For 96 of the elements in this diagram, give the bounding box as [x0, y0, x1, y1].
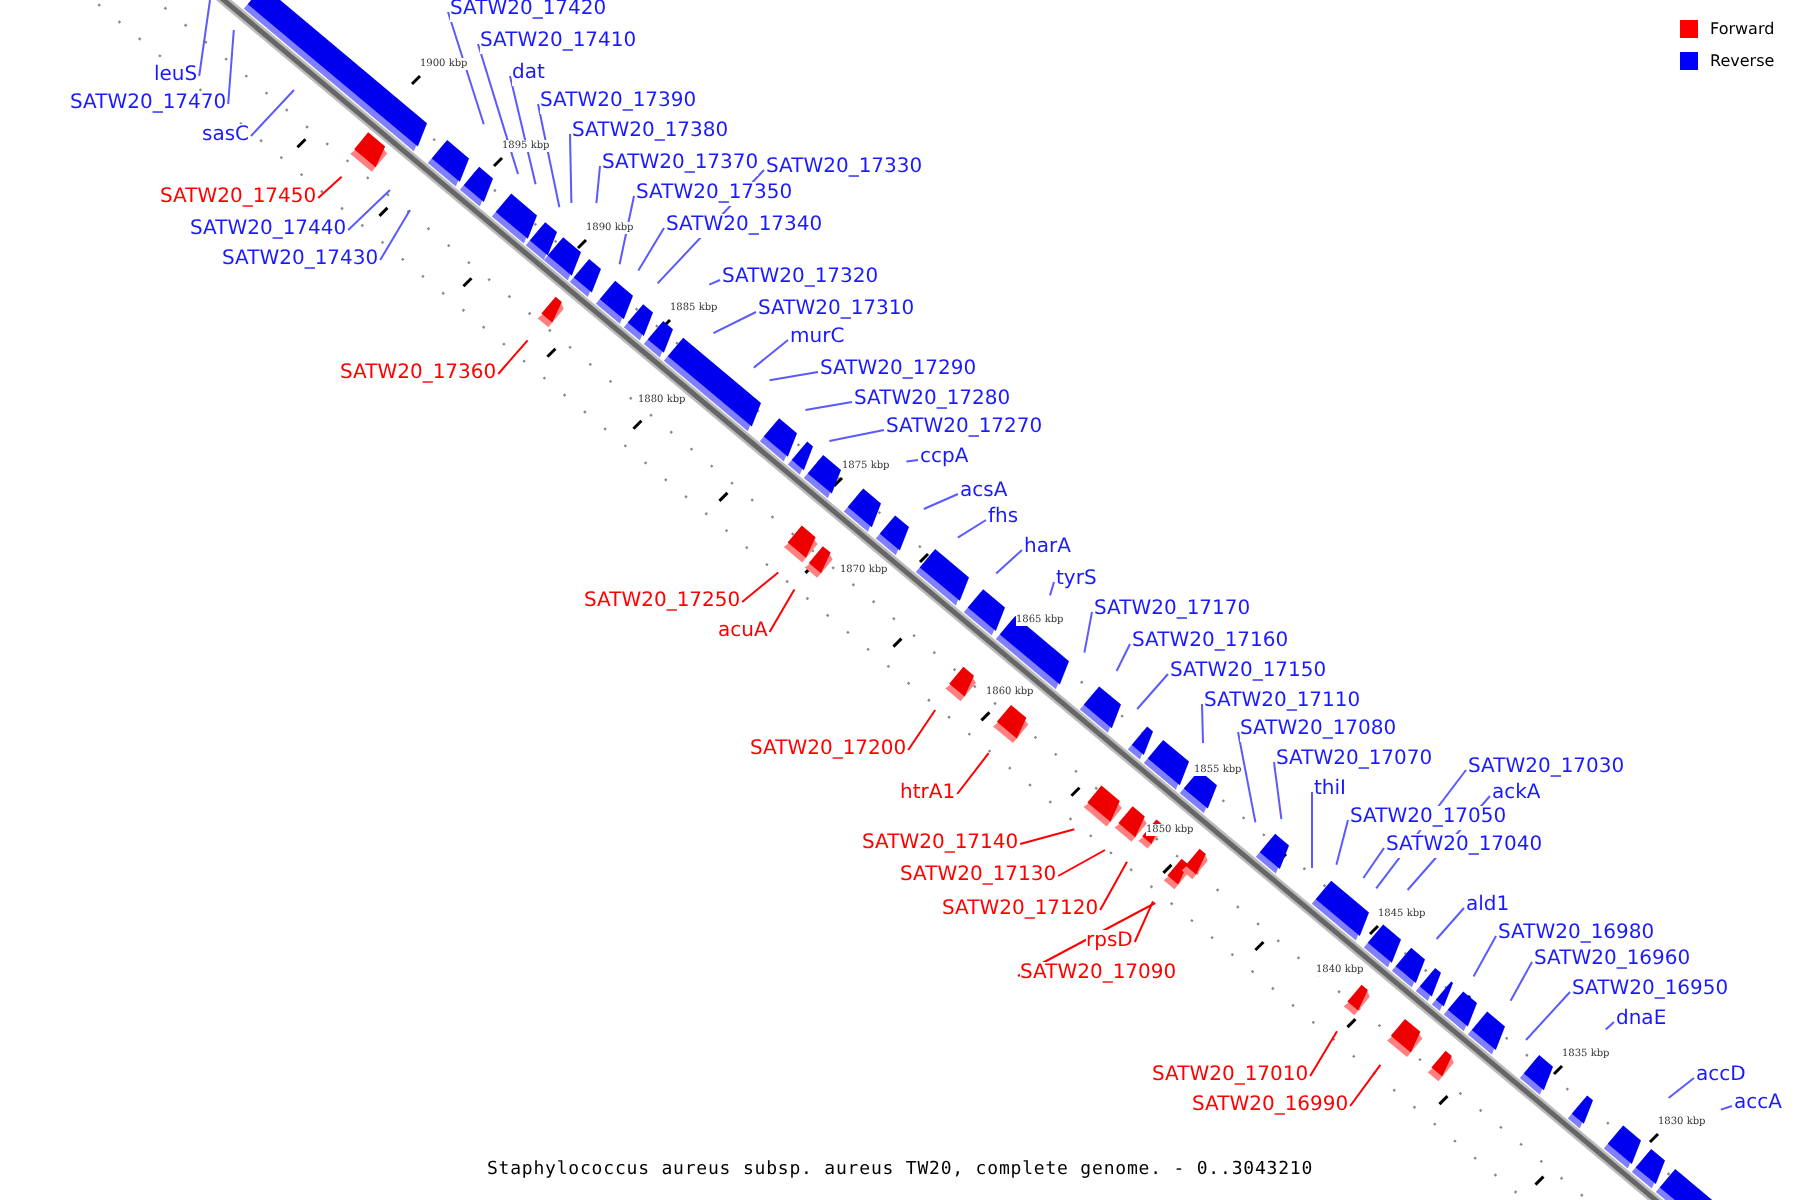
- leader-line: [804, 401, 853, 411]
- leader-line: [447, 11, 485, 126]
- leader-line: [1435, 907, 1465, 940]
- leader-line: [995, 549, 1023, 575]
- leader-line: [1349, 1063, 1382, 1107]
- gene-label: SATW20_16980: [1498, 922, 1655, 946]
- leader-line: [1335, 819, 1349, 866]
- gene-label: SATW20_16960: [1534, 948, 1691, 972]
- gene-label: SATW20_17290: [820, 358, 977, 382]
- gene-label: SATW20_17350: [636, 182, 793, 206]
- leader-line: [379, 209, 411, 261]
- gene-label: SATW20_17110: [1204, 690, 1361, 714]
- gene-label: SATW20_17080: [1240, 718, 1397, 742]
- leader-line: [1115, 643, 1131, 672]
- leader-line: [1273, 761, 1283, 821]
- legend-label: Reverse: [1710, 52, 1775, 72]
- leader-line: [1604, 1021, 1615, 1031]
- gene-label: SATW20_17160: [1132, 630, 1289, 654]
- leader-line: [956, 752, 990, 795]
- gene-label: SATW20_17200: [750, 738, 907, 762]
- legend-label: Forward: [1710, 20, 1775, 40]
- leader-line: [477, 43, 519, 175]
- leader-line: [708, 279, 721, 286]
- gene-label: SATW20_17370: [602, 152, 759, 176]
- leader-line: [1083, 611, 1093, 654]
- leader-line: [537, 103, 561, 209]
- gene-label: SATW20_17250: [584, 590, 741, 614]
- gene-label: SATW20_17410: [480, 30, 637, 54]
- leader-line: [1509, 961, 1533, 1002]
- gene-label: SATW20_17010: [1152, 1064, 1309, 1088]
- leader-line: [1136, 673, 1169, 710]
- gene-label: SATW20_17330: [766, 156, 923, 180]
- leader-line: [1201, 703, 1204, 744]
- gene-label: SATW20_17030: [1468, 756, 1625, 780]
- gene-label: SATW20_17090: [1020, 962, 1177, 986]
- leader-line: [1309, 1030, 1338, 1077]
- gene-label: SATW20_17360: [340, 362, 497, 386]
- leader-line: [907, 709, 937, 751]
- leader-line: [1311, 791, 1313, 869]
- leader-line: [1472, 935, 1497, 978]
- leader-line: [1133, 900, 1154, 943]
- gene-label: SATW20_17130: [900, 864, 1057, 888]
- gene-label: SATW20_17040: [1386, 834, 1543, 858]
- leader-line: [250, 89, 295, 137]
- gene-label: SATW20_17390: [540, 90, 697, 114]
- leader-line: [637, 227, 665, 272]
- leader-line: [1099, 860, 1128, 911]
- gene-label: SATW20_16990: [1192, 1094, 1349, 1118]
- gene-label: SATW20_17470: [70, 92, 227, 116]
- leader-line: [347, 189, 391, 231]
- leader-line: [768, 371, 819, 382]
- leader-line: [1667, 1077, 1695, 1099]
- gene-label: SATW20_17150: [1170, 660, 1327, 684]
- gene-label: SATW20_17120: [942, 898, 1099, 922]
- gene-label: SATW20_17070: [1276, 748, 1433, 772]
- gene-label: SATW20_17270: [886, 416, 1043, 440]
- gene-label: rpsD: [1086, 930, 1133, 954]
- gene-label: SATW20_17380: [572, 120, 729, 144]
- leader-line: [198, 0, 211, 77]
- leader-line: [956, 519, 987, 539]
- leader-line: [828, 429, 885, 442]
- leader-line: [768, 588, 796, 633]
- gene-label: SATW20_17310: [758, 298, 915, 322]
- leader-line: [752, 339, 789, 369]
- leader-line: [618, 195, 635, 266]
- gene-label: SATW20_17280: [854, 388, 1011, 412]
- gene-label: tyrS: [1056, 568, 1097, 592]
- leader-line: [922, 493, 959, 510]
- gene-label: SATW20_17320: [722, 266, 879, 290]
- leader-line: [1362, 847, 1385, 879]
- gene-label: dat: [512, 62, 545, 86]
- leader-line: [905, 459, 919, 463]
- gene-label: SATW20_17430: [222, 248, 379, 272]
- leader-line: [1049, 581, 1055, 597]
- gene-label: SATW20_17450: [160, 186, 317, 210]
- leader-line: [1719, 1105, 1733, 1111]
- leader-line: [317, 175, 343, 199]
- gene-label: SATW20_17170: [1094, 598, 1251, 622]
- leader-line: [741, 571, 780, 603]
- gene-label: SATW20_17440: [190, 218, 347, 242]
- gene-label: SATW20_16950: [1572, 978, 1729, 1002]
- leader-line: [1019, 828, 1076, 845]
- leader-line: [509, 75, 537, 186]
- leader-line: [1525, 991, 1571, 1041]
- caption: Staphylococcus aureus subsp. aureus TW20, complete genome. - 0..3043210: [484, 1160, 1316, 1180]
- gene-label: ccpA: [920, 446, 969, 470]
- leader-line: [1237, 731, 1257, 824]
- gene-label: SATW20_17140: [862, 832, 1019, 856]
- leader-line: [1057, 849, 1106, 877]
- leader-line: [497, 339, 529, 375]
- gene-label: SATW20_17050: [1350, 806, 1507, 830]
- gene-label: SATW20_17340: [666, 214, 823, 238]
- leader-line: [595, 165, 601, 205]
- leader-line: [227, 29, 235, 105]
- leader-line: [712, 311, 757, 335]
- leader-line: [569, 133, 573, 204]
